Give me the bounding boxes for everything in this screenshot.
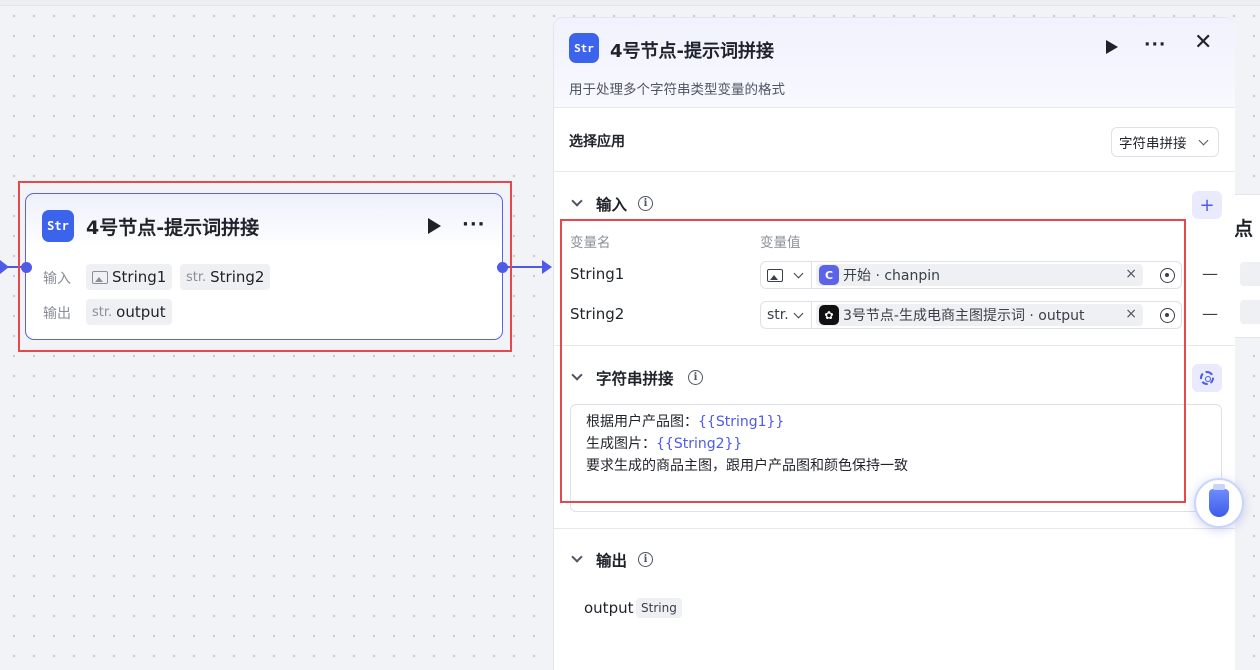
gpt-icon: ✿ bbox=[819, 305, 839, 325]
concat-section-title: 字符串拼接 bbox=[596, 370, 674, 388]
string-node-icon: Str bbox=[42, 210, 74, 242]
app-select-dropdown[interactable]: 字符串拼接 bbox=[1111, 127, 1219, 157]
collapse-chevron-icon[interactable] bbox=[571, 551, 583, 563]
node-input-name: String2 bbox=[210, 268, 265, 286]
input-value-field[interactable]: C 开始 · chanpin × bbox=[811, 261, 1182, 289]
output-section-title: 输出 bbox=[596, 552, 628, 570]
inputs-highlight-box bbox=[560, 219, 1186, 503]
incoming-edge-arrow bbox=[0, 260, 9, 274]
node-input-chip-string1: String1 bbox=[86, 264, 173, 290]
gear-icon bbox=[1200, 371, 1214, 385]
top-strip bbox=[0, 0, 1260, 6]
input-var-name: String1 bbox=[570, 265, 625, 283]
string-type-icon: str. bbox=[92, 304, 113, 320]
string-type-icon: str. bbox=[767, 307, 789, 323]
node-config-panel: Str 4号节点-提示词拼接 ··· ✕ 用于处理多个字符串类型变量的格式 选择… bbox=[553, 17, 1235, 670]
concat-settings-button[interactable] bbox=[1192, 364, 1222, 392]
divider bbox=[554, 171, 1235, 172]
remove-input-button[interactable]: — bbox=[1202, 264, 1218, 283]
column-header-var-value: 变量值 bbox=[760, 235, 801, 251]
collapse-chevron-icon[interactable] bbox=[571, 195, 583, 207]
reference-text: 开始 · chanpin bbox=[843, 268, 941, 284]
string-node-icon: Str bbox=[569, 33, 599, 63]
node-title: 4号节点-提示词拼接 bbox=[86, 217, 260, 239]
node-output-chip: str. output bbox=[86, 299, 172, 325]
chevron-down-icon bbox=[1198, 135, 1209, 146]
incoming-edge bbox=[0, 266, 26, 268]
image-icon bbox=[767, 268, 783, 282]
app-select-value: 字符串拼接 bbox=[1119, 136, 1187, 152]
template-line: 根据用户产品图：{{String1}} bbox=[586, 414, 785, 430]
panel-title: 4号节点-提示词拼接 bbox=[610, 41, 774, 62]
divider bbox=[554, 345, 1235, 346]
start-icon: C bbox=[819, 265, 839, 285]
next-node-chip bbox=[1240, 300, 1260, 324]
node-input-chip-string2: str. String2 bbox=[180, 264, 271, 290]
string-type-icon: str. bbox=[186, 269, 207, 285]
input-value-field[interactable]: ✿ 3号节点-生成电商主图提示词 · output × bbox=[811, 301, 1182, 329]
info-icon[interactable]: i bbox=[638, 196, 653, 211]
assistant-button[interactable] bbox=[1194, 478, 1244, 528]
reference-tag: C 开始 · chanpin × bbox=[816, 264, 1143, 286]
column-header-var-name: 变量名 bbox=[570, 235, 611, 251]
node-output-port[interactable] bbox=[497, 262, 508, 273]
assistant-icon bbox=[1209, 484, 1229, 517]
node-output-name: output bbox=[116, 303, 166, 321]
input-var-name: String2 bbox=[570, 305, 625, 323]
workflow-node-card[interactable]: Str 4号节点-提示词拼接 ··· 输入 String1 str. Strin… bbox=[25, 193, 503, 340]
node-highlight-box bbox=[18, 181, 512, 352]
variable-picker-icon[interactable] bbox=[1160, 268, 1175, 283]
panel-more-button[interactable]: ··· bbox=[1144, 35, 1167, 55]
panel-header: Str 4号节点-提示词拼接 ··· ✕ 用于处理多个字符串类型变量的格式 bbox=[554, 18, 1235, 108]
info-icon[interactable]: i bbox=[688, 370, 703, 385]
info-icon[interactable]: i bbox=[638, 552, 653, 567]
remove-reference-icon[interactable]: × bbox=[1125, 266, 1137, 282]
reference-text: 3号节点-生成电商主图提示词 · output bbox=[843, 308, 1085, 324]
outgoing-edge bbox=[506, 266, 550, 268]
variable-picker-icon[interactable] bbox=[1160, 308, 1175, 323]
remove-input-button[interactable]: — bbox=[1202, 304, 1218, 323]
panel-description: 用于处理多个字符串类型变量的格式 bbox=[569, 82, 785, 98]
node-more-button[interactable]: ··· bbox=[462, 214, 486, 235]
output-var-name: output bbox=[584, 599, 634, 617]
app-select-label: 选择应用 bbox=[569, 134, 625, 150]
image-icon bbox=[92, 270, 108, 284]
template-line: 要求生成的商品主图，跟用户产品图和颜色保持一致 bbox=[586, 458, 908, 474]
inputs-section-title: 输入 bbox=[596, 196, 628, 214]
close-icon[interactable]: ✕ bbox=[1194, 30, 1213, 55]
template-line: 生成图片：{{String2}} bbox=[586, 436, 743, 452]
divider bbox=[554, 528, 1235, 529]
reference-tag: ✿ 3号节点-生成电商主图提示词 · output × bbox=[816, 304, 1143, 326]
next-node-title-fragment: 点 bbox=[1234, 218, 1254, 240]
output-type-badge: String bbox=[636, 598, 682, 618]
node-output-label: 输出 bbox=[43, 306, 71, 322]
outgoing-edge-arrow bbox=[542, 260, 552, 274]
node-input-name: String1 bbox=[112, 268, 167, 286]
next-node-chip bbox=[1240, 262, 1260, 286]
run-node-play-icon[interactable] bbox=[428, 218, 441, 234]
remove-reference-icon[interactable]: × bbox=[1125, 306, 1137, 322]
node-input-label: 输入 bbox=[43, 271, 71, 287]
node-input-port[interactable] bbox=[21, 262, 32, 273]
concat-template-editor[interactable]: 根据用户产品图：{{String1}} 生成图片：{{String2}} 要求生… bbox=[570, 404, 1222, 512]
run-node-play-icon[interactable] bbox=[1106, 40, 1118, 54]
add-input-button[interactable]: + bbox=[1192, 191, 1222, 219]
